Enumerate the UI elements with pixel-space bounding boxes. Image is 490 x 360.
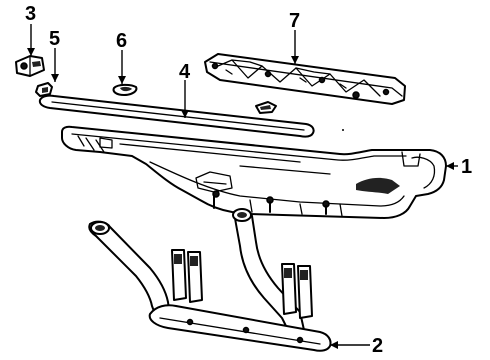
stray-mark (342, 129, 344, 131)
callout-7: 7 (289, 10, 300, 32)
arrow-3 (27, 48, 35, 56)
part-5-clip (35, 82, 53, 97)
loose-fastener (255, 101, 277, 114)
arrow-7 (291, 56, 299, 64)
part-1-main-tray (61, 125, 447, 219)
arrow-6 (118, 76, 126, 84)
arrow-4 (181, 110, 189, 118)
part-7-upper-brace (204, 53, 406, 105)
part-4-trim-strip (38, 94, 315, 138)
callout-1: 1 (461, 156, 472, 178)
part-6-fastener (112, 83, 138, 96)
callout-6: 6 (116, 30, 127, 52)
callout-3: 3 (25, 3, 36, 25)
arrow-5 (51, 74, 59, 82)
callout-5: 5 (49, 28, 60, 50)
arrow-2 (330, 341, 338, 349)
callout-2: 2 (372, 335, 383, 357)
part-2-lower-frame (88, 208, 332, 352)
callout-labels: 1 2 3 4 5 6 7 (25, 3, 472, 357)
callout-4: 4 (179, 61, 191, 83)
leader-lines (27, 24, 458, 349)
part-3-bracket (15, 55, 45, 77)
arrow-1 (446, 162, 454, 170)
